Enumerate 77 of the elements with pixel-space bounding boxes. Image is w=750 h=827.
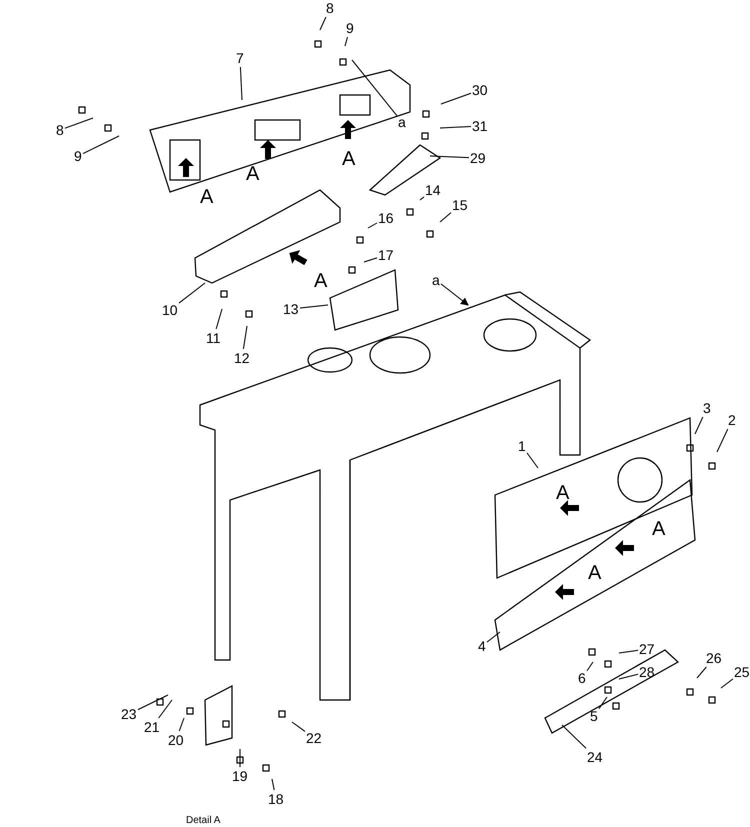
- leader-line: [598, 696, 608, 710]
- callout-number: 26: [706, 650, 722, 666]
- leader-line: [562, 724, 586, 749]
- leader-line: [694, 416, 704, 434]
- detail-reference-letter: A: [342, 148, 356, 170]
- leader-line: [420, 196, 424, 200]
- callout-number: 28: [639, 664, 655, 680]
- leader-line: [292, 722, 306, 732]
- leader-line: [178, 282, 206, 304]
- callout-number: 6: [578, 670, 586, 686]
- detail-reference-letter: A: [588, 562, 602, 584]
- leader-line: [242, 326, 248, 350]
- callout-number: 16: [378, 210, 394, 226]
- leader-line: [178, 718, 184, 732]
- leader-line: [272, 778, 275, 790]
- detail-reference-letter: A: [200, 186, 214, 208]
- callout-number: 18: [268, 791, 284, 807]
- leader-line: [240, 66, 242, 100]
- leader-line: [618, 674, 638, 680]
- callout-number: 13: [283, 301, 299, 317]
- leader-line: [158, 700, 172, 718]
- callout-number: 10: [162, 302, 178, 318]
- leader-line: [364, 257, 378, 262]
- callout-number: 14: [425, 182, 441, 198]
- callout-number: 5: [590, 708, 598, 724]
- callout-number: 1: [518, 438, 526, 454]
- callout-number: 29: [470, 150, 486, 166]
- callout-number: 15: [452, 197, 468, 213]
- callout-number: 12: [234, 350, 250, 366]
- leader-line: [440, 126, 472, 128]
- leader-line: [716, 428, 728, 452]
- callout-number: 8: [326, 0, 334, 16]
- leader-line: [440, 283, 469, 306]
- leader-line: [618, 650, 638, 654]
- leader-line: [64, 118, 94, 129]
- callout-number: 8: [56, 122, 64, 138]
- callout-number: 11: [206, 330, 221, 346]
- leader-line: [138, 694, 168, 710]
- leader-line: [440, 92, 472, 104]
- detail-reference-letter: A: [556, 482, 570, 504]
- leader-line: [352, 60, 398, 116]
- leader-line: [720, 678, 734, 688]
- detail-reference-letter: A: [652, 518, 666, 540]
- callout-number: 31: [472, 118, 488, 134]
- callout-number: 17: [378, 247, 394, 263]
- leader-line: [440, 212, 452, 222]
- callout-number: 21: [144, 719, 160, 735]
- callout-number: 23: [121, 706, 137, 722]
- leader-line: [430, 156, 470, 158]
- callout-number: 25: [734, 664, 750, 680]
- callout-number: 24: [587, 749, 603, 765]
- callout-number: 7: [236, 50, 244, 66]
- leader-line: [300, 304, 328, 309]
- callout-number: 2: [728, 412, 736, 428]
- leader-line: [82, 136, 120, 154]
- callout-number: 19: [232, 768, 248, 784]
- note-text: Detail A: [186, 815, 220, 827]
- leader-line: [586, 662, 594, 672]
- leader-line: [526, 452, 538, 468]
- callout-number: a: [398, 114, 406, 130]
- leader-line: [344, 36, 348, 46]
- detail-reference-letter: A: [246, 163, 260, 185]
- leader-line: [368, 222, 378, 228]
- detail-reference-letter: A: [314, 270, 328, 292]
- callout-number: 4: [478, 638, 486, 654]
- callout-number: 20: [168, 732, 184, 748]
- callout-number: 9: [346, 20, 354, 36]
- leader-line: [486, 632, 500, 643]
- callout-number: 27: [639, 641, 655, 657]
- callout-number: 30: [472, 82, 488, 98]
- callout-number: a: [432, 272, 440, 288]
- callout-number: 22: [306, 730, 322, 746]
- callout-number: 3: [703, 400, 711, 416]
- leader-line: [216, 308, 222, 330]
- leader-line: [696, 666, 707, 678]
- leader-line: [320, 16, 326, 30]
- callout-number: 9: [74, 148, 82, 164]
